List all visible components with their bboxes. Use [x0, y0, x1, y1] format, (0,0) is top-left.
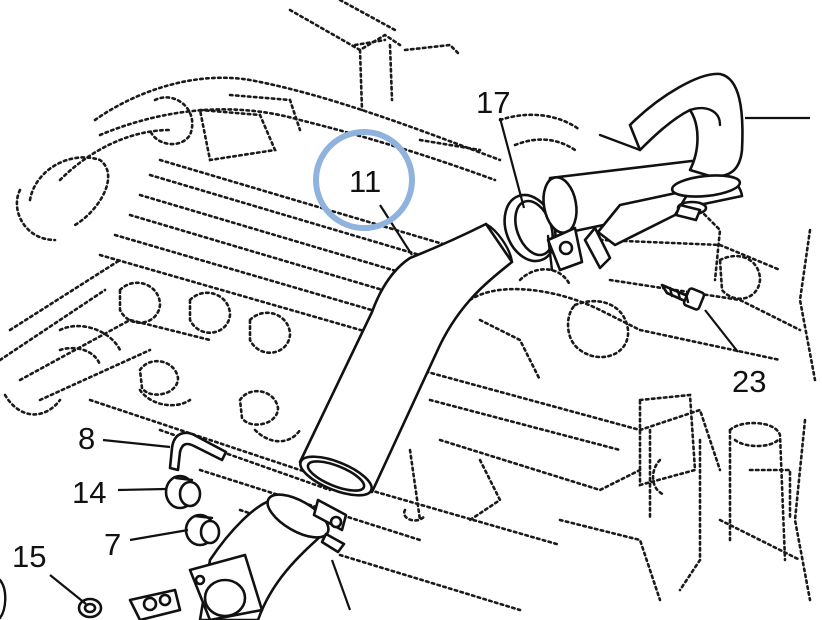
leader-lines: [49, 116, 810, 611]
bolt-part-23: [660, 283, 706, 311]
callout-labels: 11 17 23 8 14 7 15: [12, 85, 766, 574]
bent-tube-part-8: [168, 431, 228, 472]
highlight-circle: [313, 129, 415, 231]
leader-8: [102, 438, 171, 449]
callout-7: 7: [104, 527, 121, 562]
callout-15: 15: [12, 539, 46, 574]
leader-15: [49, 574, 87, 605]
air-hose-part-11: [298, 222, 514, 497]
leader-23: [704, 309, 739, 353]
lower-hose-assembly: [128, 493, 348, 620]
washer-part-15: [0, 578, 103, 620]
leader-7: [129, 528, 189, 542]
leader-14: [117, 487, 167, 492]
callout-23: 23: [732, 364, 766, 399]
leader-11: [379, 204, 413, 256]
callout-14: 14: [72, 475, 106, 510]
air-intake-elbow: [542, 72, 744, 272]
leader-lower: [330, 559, 352, 611]
hose-clamp-part-17: [503, 193, 557, 263]
callout-11: 11: [349, 164, 381, 199]
leader-17: [498, 117, 526, 209]
cap-part-14: [164, 474, 202, 510]
callout-17: 17: [476, 85, 510, 120]
plug-part-7: [184, 513, 221, 547]
callout-8: 8: [78, 421, 95, 456]
